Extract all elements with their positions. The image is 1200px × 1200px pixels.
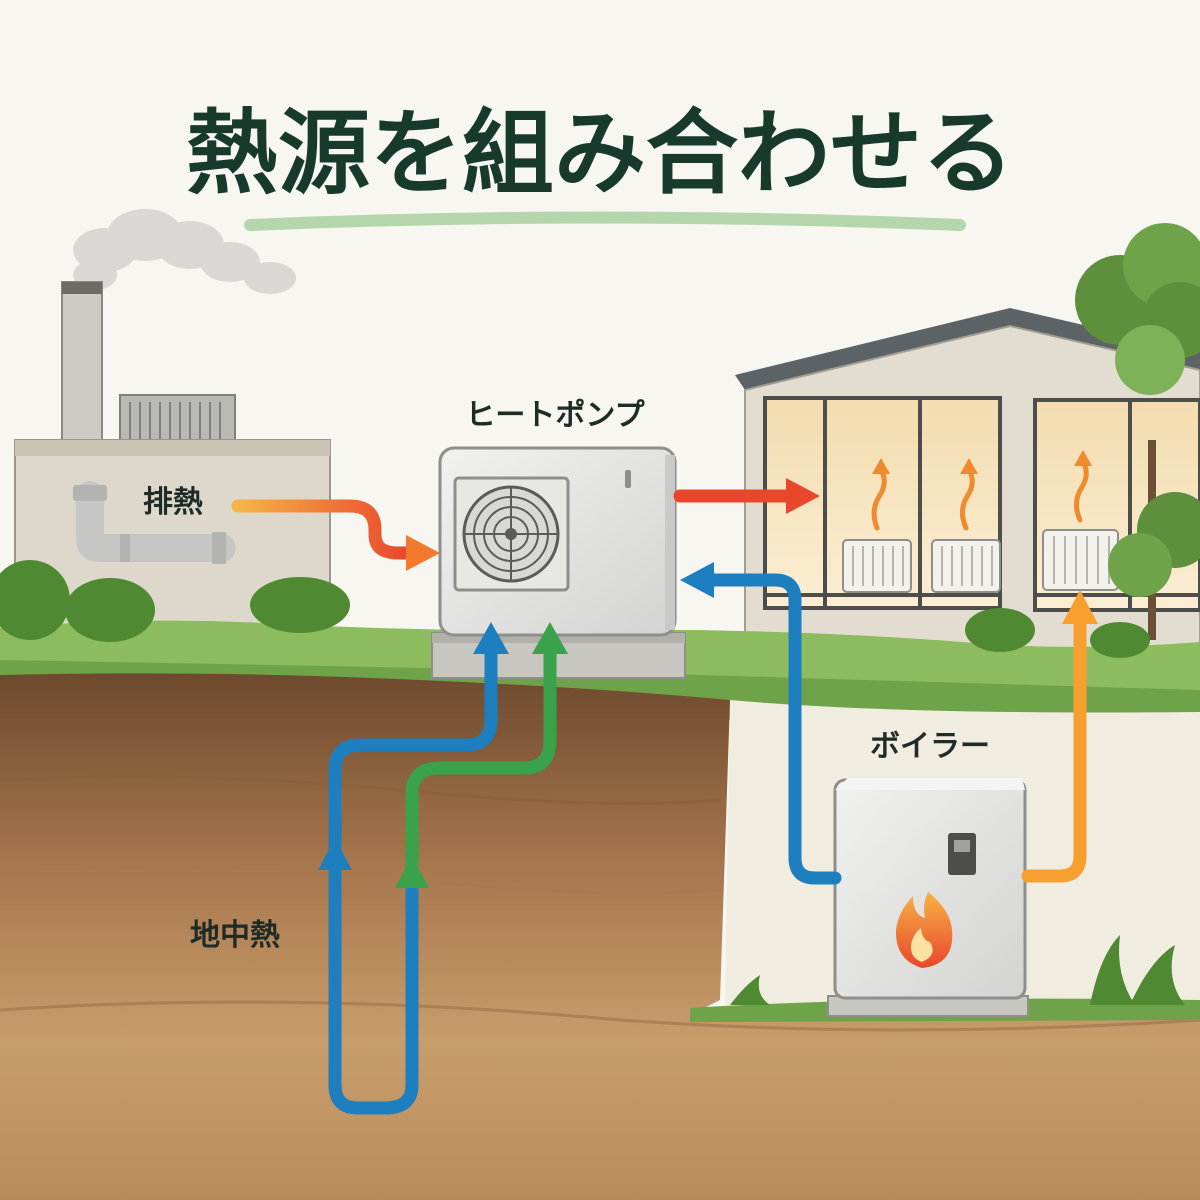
exhaust-pipe <box>76 481 236 562</box>
boiler-label: ボイラー <box>870 729 990 764</box>
boiler-unit <box>827 778 1029 1017</box>
heat-rise-arrow-icon <box>1074 459 1089 523</box>
page-title: 熱源を組み合わせる <box>186 100 1014 207</box>
radiator <box>1042 529 1119 591</box>
boiler-supply-flow-arrow <box>1021 615 1087 883</box>
title-underline <box>244 211 966 231</box>
soil-cross-section <box>0 673 1200 1200</box>
heat-rise-arrow-icon <box>871 467 887 531</box>
fan-icon <box>462 485 560 583</box>
office-building <box>735 308 1200 656</box>
boiler-return-flow-arrow <box>705 573 842 885</box>
geothermal-label: 地中熱 <box>190 918 280 953</box>
tree <box>1075 223 1200 640</box>
heat-pump-unit <box>438 446 677 637</box>
flame-icon <box>895 892 953 968</box>
office-roof <box>735 308 1200 390</box>
flow-arrows <box>231 478 1098 1115</box>
geothermal-green-pipe <box>405 643 557 887</box>
exhaust-heat-label: 排熱 <box>143 485 203 520</box>
bushes <box>0 560 1150 658</box>
heat-pump-label: ヒートポンプ <box>465 398 645 433</box>
radiator <box>842 539 912 593</box>
radiator <box>931 539 1001 593</box>
geothermal-blue-pipe <box>328 643 498 1115</box>
exhaust-heat-flow-arrow <box>231 499 415 560</box>
heat-rise-arrow-icon <box>960 467 975 531</box>
